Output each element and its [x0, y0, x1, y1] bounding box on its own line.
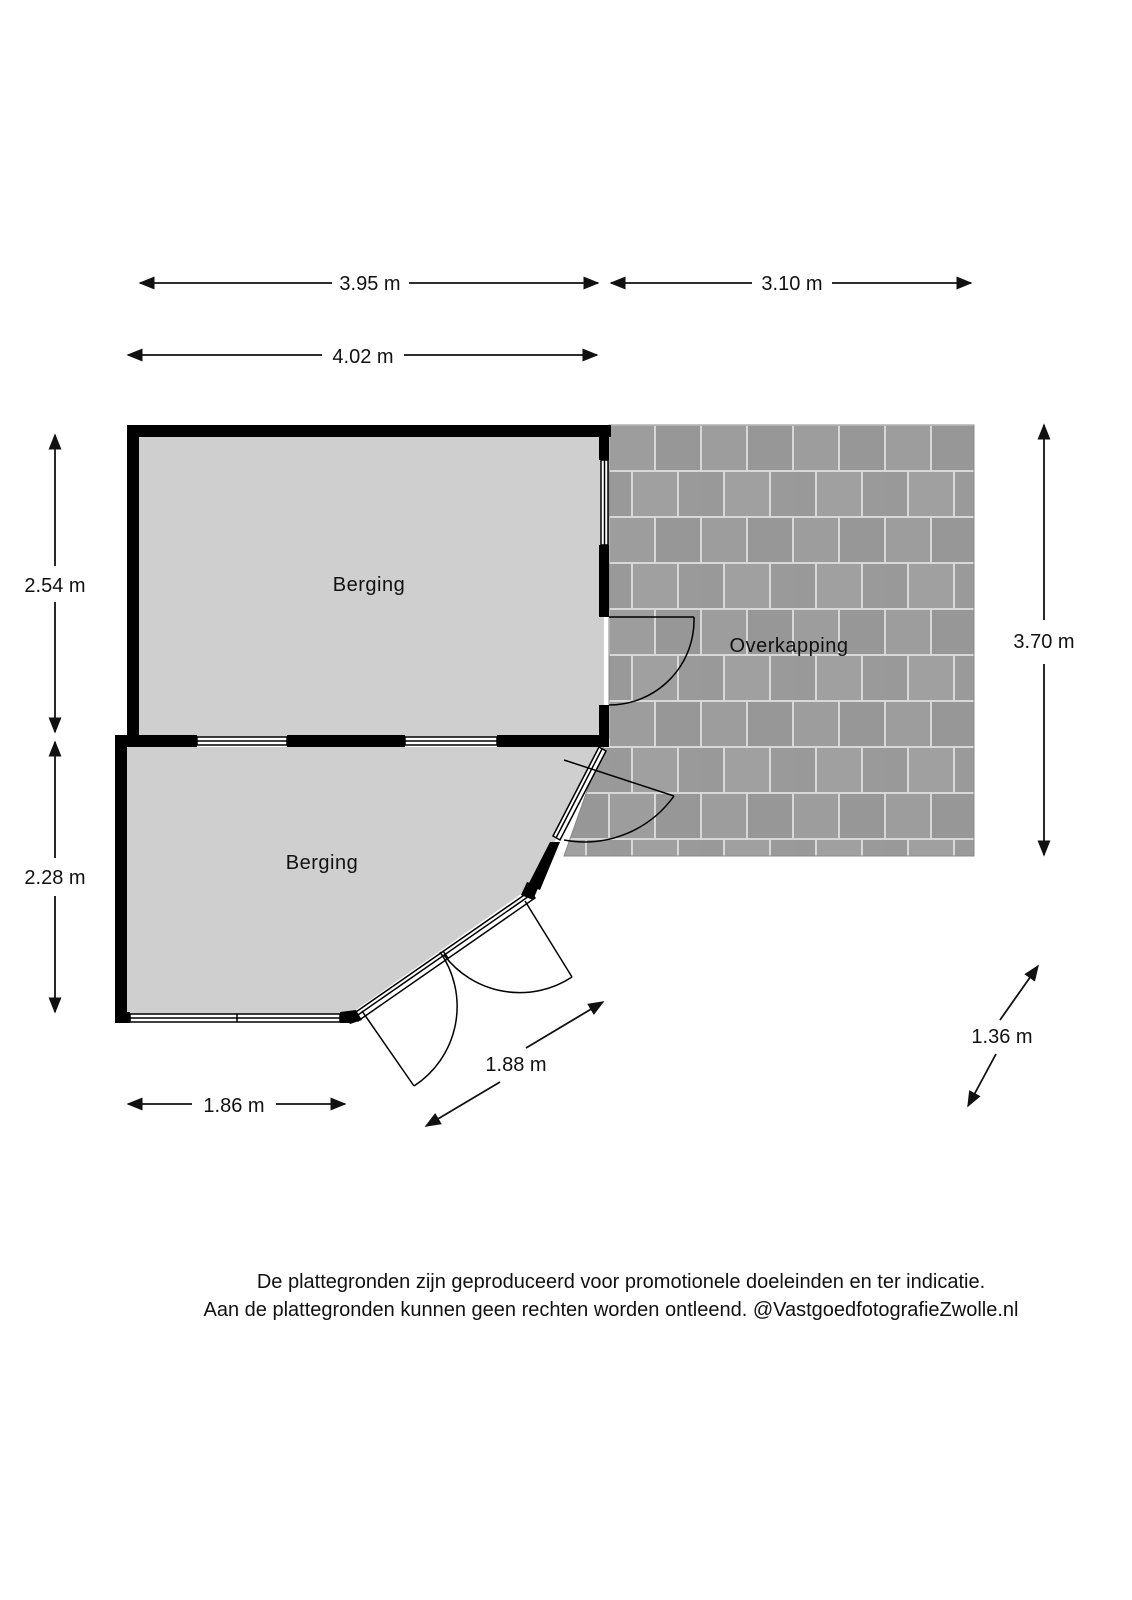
dim-right-diagonal: 1.36 m — [971, 1026, 1032, 1048]
room-labels: Berging Berging Overkapping — [286, 574, 849, 874]
disclaimer: De plattegronden zijn geproduceerd voor … — [0, 1268, 1132, 1324]
dim-second-row: 4.02 m — [332, 346, 393, 368]
wall-corners — [340, 842, 560, 1024]
disclaimer-line-2: Aan de plattegronden kunnen geen rechten… — [203, 1299, 1019, 1321]
dim-top-left: 3.95 m — [339, 273, 400, 295]
dimension-labels: 3.95 m 3.10 m 4.02 m 2.54 m 2.28 m 3.70 … — [24, 273, 1074, 1117]
disclaimer-line-1: De plattegronden zijn geproduceerd voor … — [256, 1271, 986, 1293]
room-label-overkapping: Overkapping — [730, 635, 849, 657]
walls — [115, 425, 611, 1023]
dim-left-lower: 2.28 m — [24, 867, 85, 889]
room-label-berging-top: Berging — [333, 574, 405, 596]
room-label-berging-bottom: Berging — [286, 852, 358, 874]
dim-bottom-left: 1.86 m — [203, 1095, 264, 1117]
dimension-lines — [48, 276, 1051, 1127]
dim-left-upper: 2.54 m — [24, 575, 85, 597]
berging-top-room — [138, 437, 604, 738]
dim-top-right: 3.10 m — [761, 273, 822, 295]
dim-right: 3.70 m — [1013, 631, 1074, 653]
dim-bottom-diagonal: 1.88 m — [485, 1054, 546, 1076]
berging-bottom-room — [125, 747, 600, 1014]
doors — [361, 616, 695, 1087]
